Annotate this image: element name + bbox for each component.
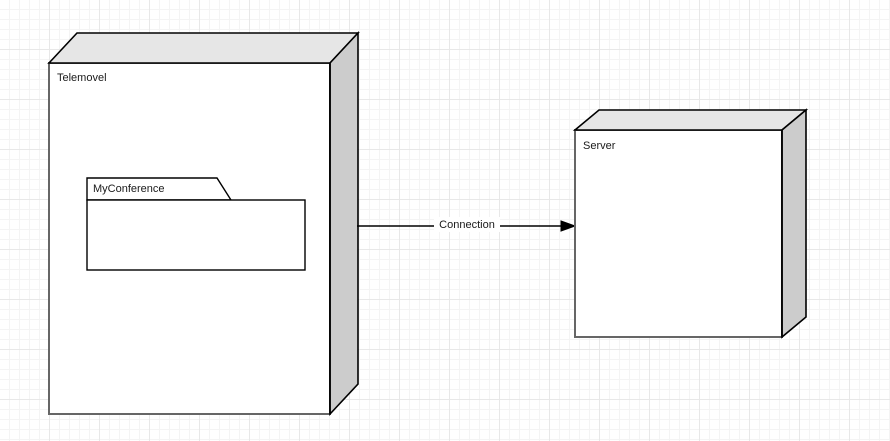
- edge-connection-label: Connection: [439, 219, 495, 231]
- node-server[interactable]: Server: [572, 108, 809, 339]
- package-myconference[interactable]: MyConference: [86, 177, 306, 271]
- node-telemovel-label: Telemovel: [57, 72, 107, 84]
- edge-connection-arrowhead: [560, 220, 577, 232]
- node-server-top-face: [572, 109, 809, 131]
- package-myconference-label: MyConference: [93, 183, 165, 195]
- node-server-side-face: [781, 108, 807, 339]
- edge-connection-label-background: [434, 217, 500, 232]
- node-server-front-face[interactable]: [574, 129, 783, 338]
- edge-connection[interactable]: Connection: [357, 217, 577, 232]
- node-server-label: Server: [583, 140, 616, 152]
- node-telemovel-top-face: [47, 32, 360, 64]
- package-myconference-body[interactable]: [86, 199, 306, 271]
- node-telemovel-side-face: [329, 30, 359, 417]
